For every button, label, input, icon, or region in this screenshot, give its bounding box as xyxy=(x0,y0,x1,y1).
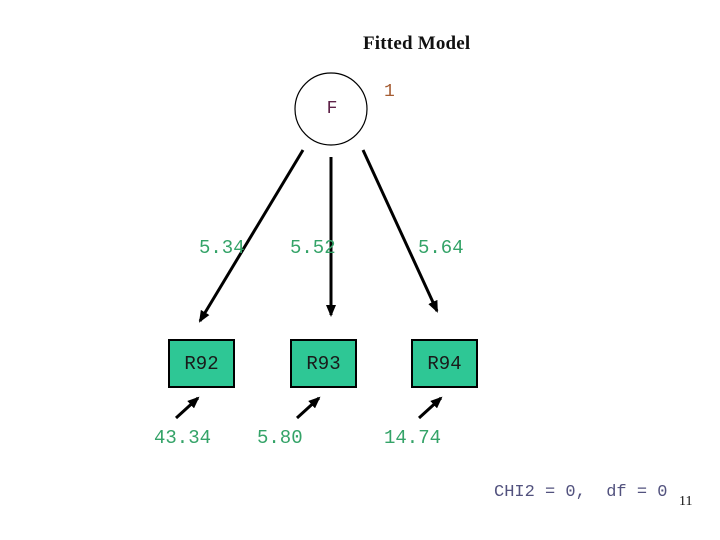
factor-label: F xyxy=(326,99,338,119)
factor-variance-label: 1 xyxy=(384,82,395,102)
path-arrow-r94 xyxy=(361,149,439,313)
indicator-box-r94: R94 xyxy=(411,339,478,388)
slide-title: Fitted Model xyxy=(363,33,471,54)
indicator-label-r92: R92 xyxy=(184,352,219,375)
indicator-box-r93: R93 xyxy=(290,339,357,388)
error-variance-r94: 14.74 xyxy=(384,427,442,449)
error-arrow-r94 xyxy=(417,396,443,420)
page-number: 11 xyxy=(679,494,693,509)
error-variance-r93: 5.80 xyxy=(257,427,303,449)
error-arrow-r92 xyxy=(174,396,200,420)
path-arrow-r92 xyxy=(198,149,305,323)
error-arrow-r93 xyxy=(295,396,321,420)
loading-label-r92: 5.34 xyxy=(199,237,245,259)
indicator-box-r92: R92 xyxy=(168,339,235,388)
error-variance-r92: 43.34 xyxy=(154,427,212,449)
indicator-label-r93: R93 xyxy=(306,352,341,375)
fit-statistics: CHI2 = 0, df = 0 xyxy=(494,483,668,502)
indicator-label-r94: R94 xyxy=(427,352,462,375)
factor-circle xyxy=(294,72,368,146)
loading-label-r94: 5.64 xyxy=(418,237,464,259)
loading-label-r93: 5.52 xyxy=(290,237,336,259)
